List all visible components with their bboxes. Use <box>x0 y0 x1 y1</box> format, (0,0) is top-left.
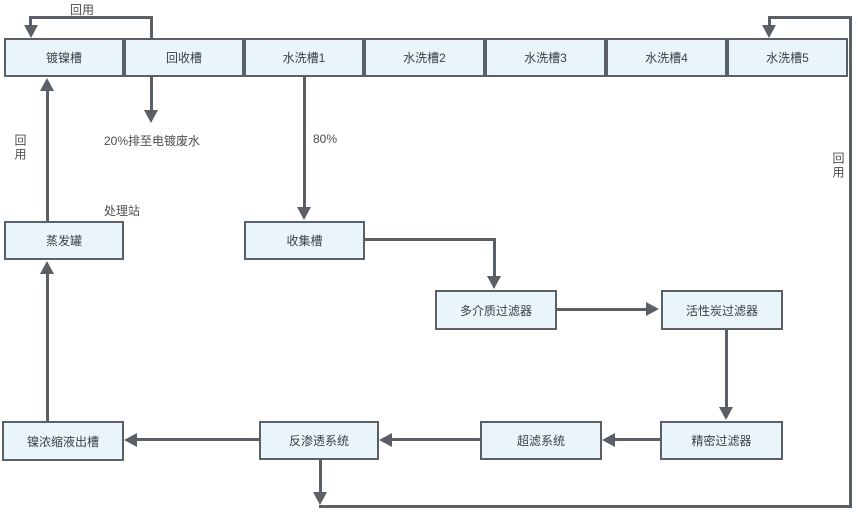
connector-line <box>768 16 771 26</box>
node-collection-tank: 收集槽 <box>244 221 365 260</box>
node-evaporator: 蒸发罐 <box>4 221 124 260</box>
arrow-right-icon <box>646 302 659 316</box>
label-reuse-left: 回用 <box>13 134 27 162</box>
label-treatment-station: 处理站 <box>104 204 141 218</box>
arrow-down-icon <box>144 110 158 123</box>
arrow-down-icon <box>313 492 327 505</box>
node-rinse-tank-1: 水洗槽1 <box>244 38 364 77</box>
connector-line <box>725 330 728 408</box>
node-recovery-tank: 回收槽 <box>124 38 244 77</box>
connector-line <box>365 238 496 241</box>
arrow-down-icon <box>24 25 38 38</box>
node-rinse-tank-3: 水洗槽3 <box>485 38 606 77</box>
connector-line <box>46 273 49 421</box>
connector-line <box>29 16 32 27</box>
connector-line <box>29 16 153 19</box>
label-reuse-top: 回用 <box>70 3 95 17</box>
connector-line <box>319 505 852 508</box>
arrow-left-icon <box>602 433 615 447</box>
arrow-up-icon <box>40 78 54 91</box>
label-reuse-right: 回用 <box>831 152 845 180</box>
connector-line <box>557 308 647 311</box>
arrow-down-icon <box>297 207 311 220</box>
node-rinse-tank-4: 水洗槽4 <box>606 38 727 77</box>
node-nickel-concentrate-tank: 镍浓缩液出槽 <box>2 421 124 461</box>
arrow-down-icon <box>762 25 776 38</box>
connector-line <box>392 438 480 441</box>
node-precision-filter: 精密过滤器 <box>660 421 783 460</box>
connector-line <box>303 77 306 208</box>
arrow-down-icon <box>719 407 733 420</box>
connector-line <box>137 438 259 441</box>
node-nickel-plating-tank: 镀镍槽 <box>4 38 124 77</box>
node-activated-carbon-filter: 活性炭过滤器 <box>661 290 783 330</box>
node-ultrafiltration: 超滤系统 <box>480 421 602 460</box>
connector-line <box>46 90 49 222</box>
connector-line <box>768 16 852 19</box>
node-multimedia-filter: 多介质过滤器 <box>435 290 557 330</box>
label-drain-20-percent: 20%排至电镀废水 <box>104 134 201 148</box>
label-split-80-percent: 80% <box>313 132 338 146</box>
node-rinse-tank-5: 水洗槽5 <box>727 38 848 77</box>
connector-line <box>614 438 660 441</box>
arrow-up-icon <box>40 261 54 274</box>
connector-line <box>319 460 322 493</box>
node-reverse-osmosis: 反渗透系统 <box>259 421 379 460</box>
node-rinse-tank-2: 水洗槽2 <box>364 38 485 77</box>
arrow-left-icon <box>124 433 137 447</box>
connector-line <box>150 77 153 111</box>
arrow-left-icon <box>379 433 392 447</box>
arrow-down-icon <box>487 276 501 289</box>
connector-line <box>150 16 153 40</box>
connector-line <box>849 16 852 508</box>
connector-line <box>493 238 496 277</box>
